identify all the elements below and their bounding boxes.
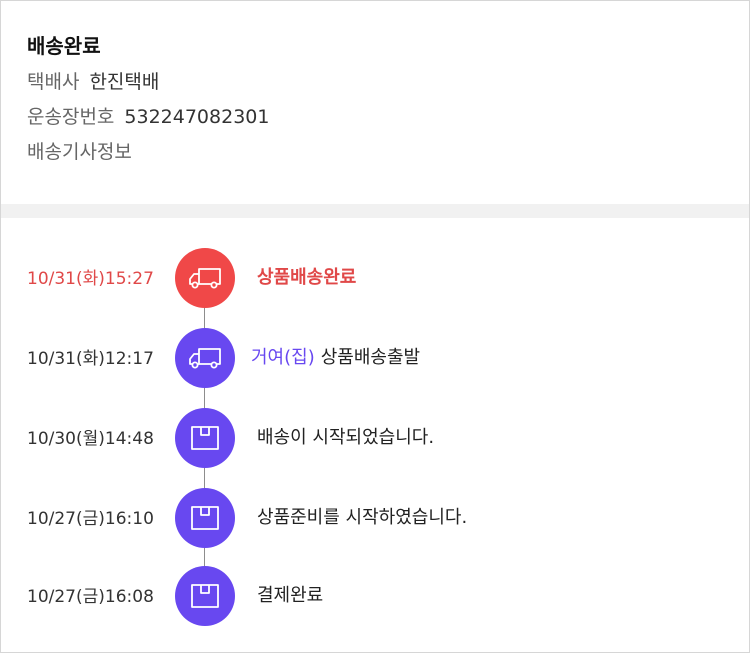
timeline-step: 10/31(화)15:27 상품배송완료 [1, 248, 749, 310]
tracking-number-row: 운송장번호 532247082301 [27, 105, 749, 129]
tracking-number-value[interactable]: 532247082301 [124, 106, 270, 128]
step-message: 거여(집)상품배송출발 [251, 346, 420, 370]
courier-row: 택배사 한진택배 [27, 70, 749, 94]
step-time: 10/27(금)16:10 [27, 509, 154, 529]
timeline-step: 10/30(월)14:48 배송이 시작되었습니다. [1, 408, 749, 470]
step-status: 배송이 시작되었습니다. [257, 427, 435, 448]
delivery-truck-icon [188, 266, 222, 290]
step-time: 10/27(금)16:08 [27, 587, 154, 607]
step-status: 상품배송출발 [320, 347, 421, 368]
delivery-summary: 배송완료 택배사 한진택배 운송장번호 532247082301 배송기사정보 [1, 1, 749, 172]
step-status: 상품준비를 시작하였습니다. [257, 507, 468, 528]
delivery-truck-icon [188, 346, 222, 370]
tracking-number-label: 운송장번호 [27, 106, 115, 128]
driver-info-link[interactable]: 배송기사정보 [27, 141, 132, 163]
delivery-status-title: 배송완료 [27, 34, 101, 58]
timeline-step: 10/27(금)16:08 결제완료 [1, 566, 749, 628]
step-place: 거여(집) [251, 347, 315, 368]
step-icon-circle [175, 328, 235, 388]
package-box-icon [190, 583, 220, 609]
step-status: 상품배송완료 [257, 267, 357, 288]
driver-info-row[interactable]: 배송기사정보 [27, 140, 749, 164]
step-message: 상품배송완료 [251, 266, 356, 290]
step-status: 결제완료 [257, 585, 324, 606]
courier-value: 한진택배 [89, 71, 160, 93]
courier-label: 택배사 [27, 71, 80, 93]
package-box-icon [190, 505, 220, 531]
step-icon-circle [175, 248, 235, 308]
step-time: 10/31(화)15:27 [27, 269, 154, 289]
step-icon-circle [175, 488, 235, 548]
step-message: 결제완료 [251, 584, 323, 608]
tracking-timeline: 10/31(화)15:27 상품배송완료 10/31(화)12:17 [1, 218, 749, 652]
timeline-step: 10/27(금)16:10 상품준비를 시작하였습니다. [1, 488, 749, 550]
timeline-step: 10/31(화)12:17 거여(집)상품배송출발 [1, 328, 749, 390]
step-time: 10/30(월)14:48 [27, 429, 154, 449]
section-divider [1, 204, 749, 218]
step-message: 배송이 시작되었습니다. [251, 426, 434, 450]
step-time: 10/31(화)12:17 [27, 349, 154, 369]
step-message: 상품준비를 시작하였습니다. [251, 506, 467, 530]
step-icon-circle [175, 408, 235, 468]
package-box-icon [190, 425, 220, 451]
step-icon-circle [175, 566, 235, 626]
